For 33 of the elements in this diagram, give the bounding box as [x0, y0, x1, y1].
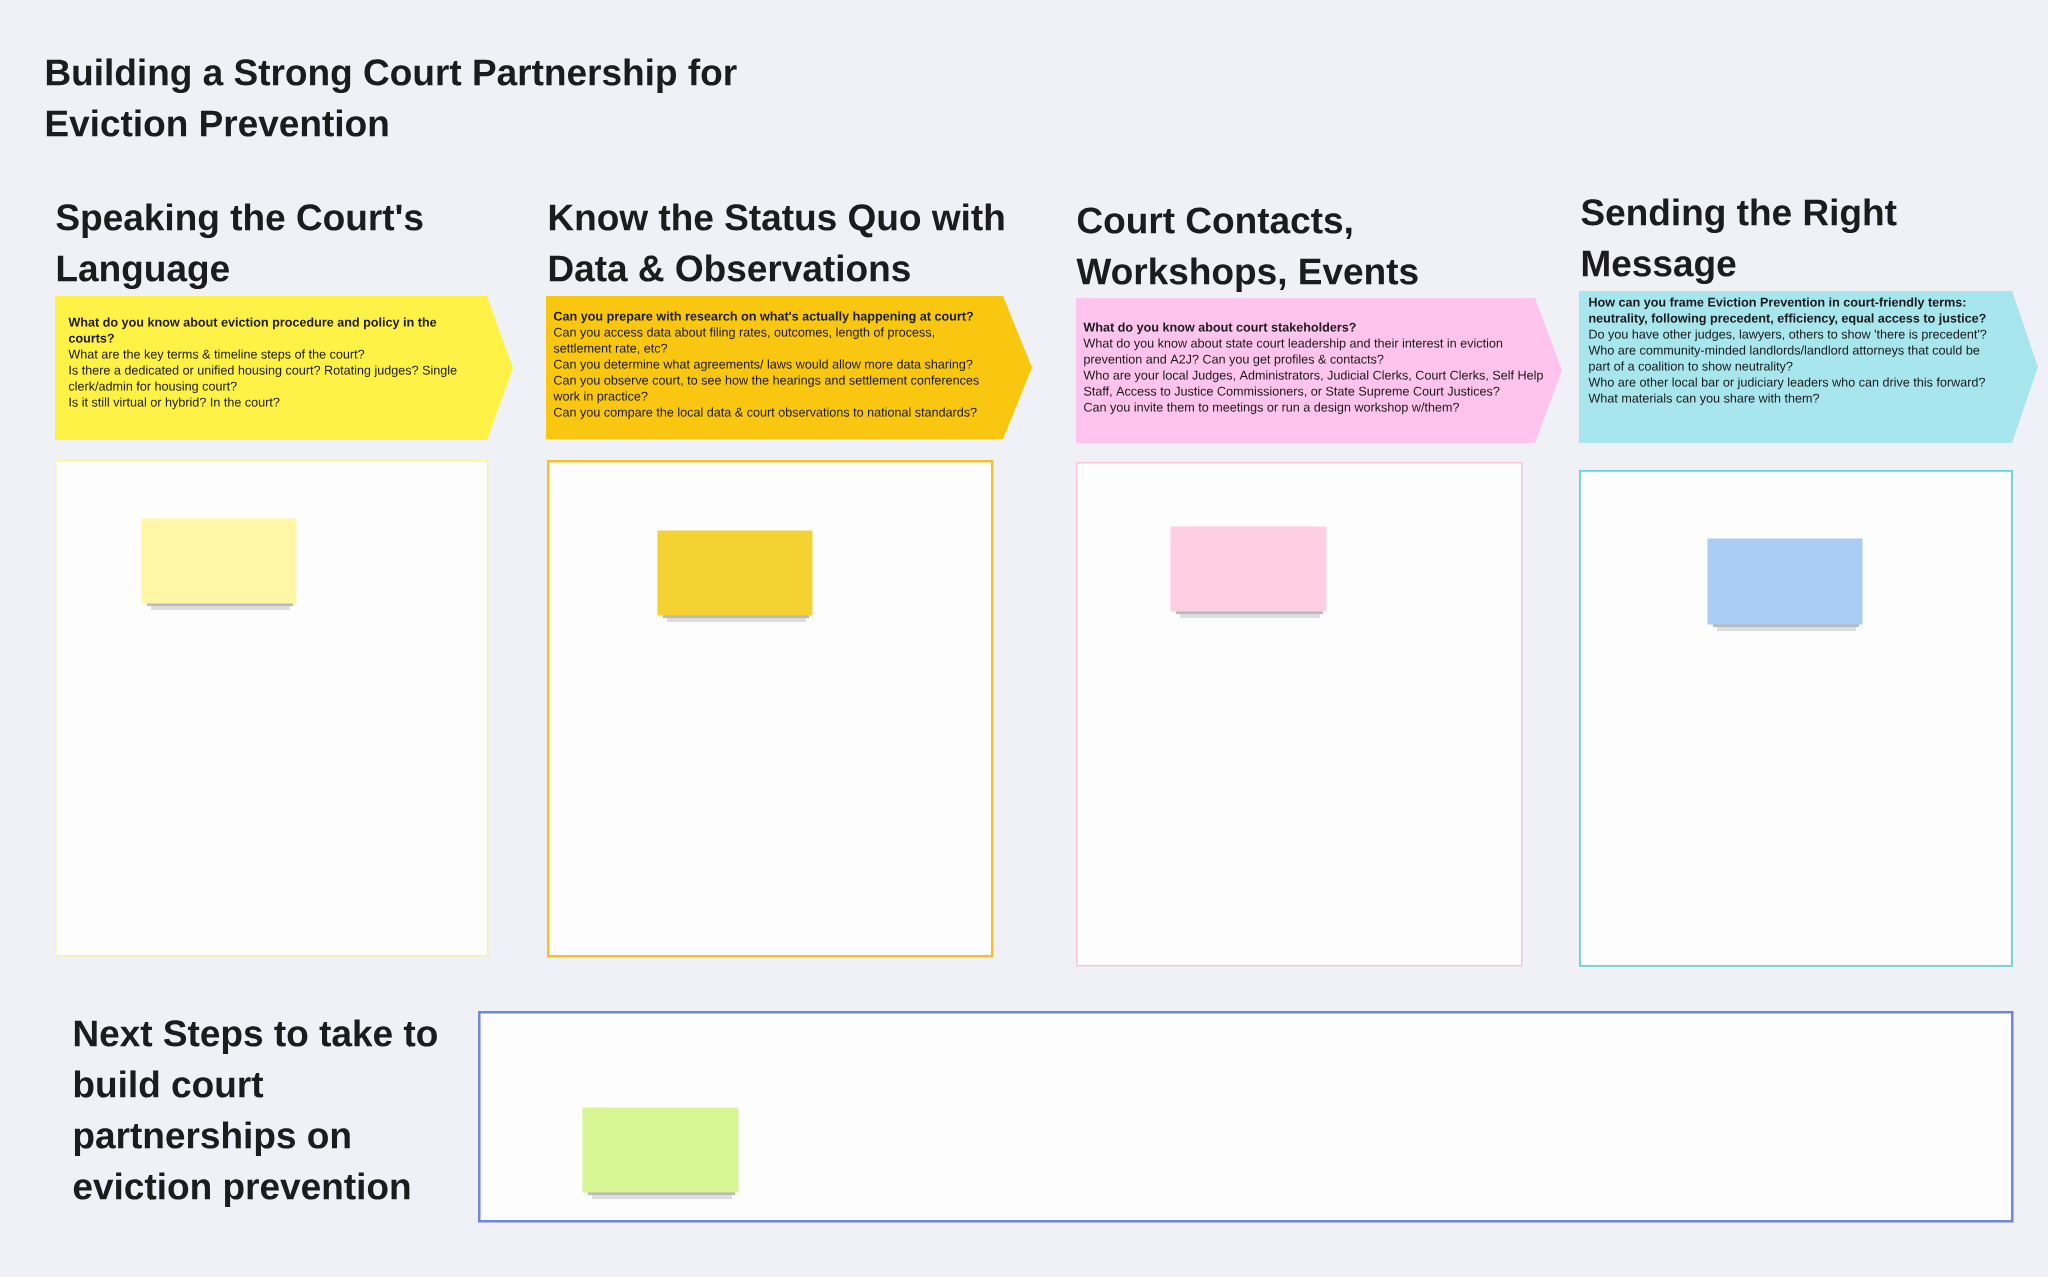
notes-frame — [55, 460, 489, 957]
column-heading: Know the Status Quo with Data & Observations — [549, 203, 1004, 282]
notes-frame — [1579, 470, 2013, 967]
notes-frame — [547, 460, 994, 958]
sticky-note — [582, 1107, 739, 1199]
question-heading: Can you prepare with research on what's actually happening at court? — [553, 311, 973, 324]
notes-frame — [1076, 462, 1523, 967]
sticky-note — [1707, 538, 1863, 631]
column-heading: Sending the Right Message — [1581, 198, 1897, 285]
question-text: What are the key terms & timeline steps of the court? — [68, 349, 365, 362]
question-text: Can you invite them to meetings or run a design workshop w/them? — [1084, 402, 1459, 415]
question-text: What materials can you share with them? — [1588, 393, 1820, 406]
sticky-note — [657, 530, 813, 622]
question-text: Can you observe court, to see how the hearings and settlement conferences work in practice? — [553, 375, 979, 404]
question-text: Who are community-minded landlords/landlord attorneys that could be part of a coalition to show neutrality? — [1588, 345, 1980, 374]
column-heading: Speaking the Court's Language — [56, 203, 423, 290]
question-text: Can you determine what agreements/ laws would allow more data sharing? — [554, 359, 973, 372]
page-title: Building a Strong Court Partnership for Eviction Prevention — [46, 58, 737, 137]
question-text: Can you access data about filing rates, outcomes, length of process, settlement rate, etc? — [553, 327, 934, 355]
section-heading: Next Steps to take to build court partnerships on eviction prevention — [73, 1019, 437, 1207]
question-text: Is there a dedicated or unified housing court? Rotating judges? Single clerk/admin for housing court? — [68, 365, 457, 394]
question-text: Can you compare the local data & court observations to national standards? — [554, 407, 977, 420]
question-heading: What do you know about court stakeholders? — [1083, 322, 1356, 335]
question-heading: How can you frame Eviction Prevention in court-friendly terms: neutrality, following precedent, efficiency, equal access to justice? — [1589, 297, 1986, 326]
question-text: Who are other local bar or judiciary leaders who can drive this forward? — [1588, 377, 1985, 390]
question-text: Is it still virtual or hybrid? In the court? — [69, 397, 280, 410]
sticky-note — [1170, 526, 1327, 618]
question-text: Who are your local Judges, Administrators, Judicial Clerks, Court Clerks, Self Help Staff, Access to Justice Commissioners, or State Supreme Court Justices? — [1083, 370, 1543, 399]
sticky-note — [141, 518, 297, 610]
question-text: Do you have other judges, lawyers, others to show 'there is precedent'? — [1589, 329, 1987, 342]
question-heading: What do you know about eviction procedure and policy in the courts? — [68, 317, 437, 343]
question-text: What do you know about state court leadership and their interest in eviction prevention and A2J? Can you get profiles & contacts? — [1083, 338, 1503, 367]
column-heading: Court Contacts, Workshops, Events — [1076, 207, 1418, 292]
